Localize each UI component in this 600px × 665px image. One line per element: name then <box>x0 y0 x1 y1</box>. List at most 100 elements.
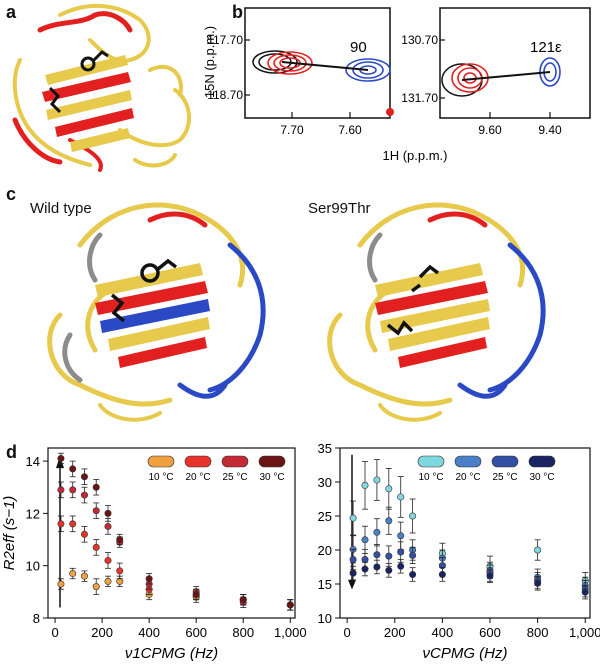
data-point <box>534 546 542 554</box>
data-point <box>581 588 589 596</box>
x-tick-label: 600 <box>185 625 207 640</box>
data-point <box>192 590 200 598</box>
legend-label: 10 °C <box>148 472 173 483</box>
data-point <box>373 551 381 559</box>
spectrum-right-peaks <box>441 57 561 97</box>
spec-left-ytick-1: 117.70 <box>207 33 243 47</box>
spectrum-right-frame <box>439 7 591 119</box>
panel-b-spectra: 7.70 7.60 117.70 118.70 9.60 9.40 130.70… <box>202 7 591 163</box>
x-tick-label: 0 <box>344 625 351 640</box>
spectrum-left-peaks <box>252 50 394 116</box>
x-tick-label: 1,000 <box>274 625 307 640</box>
data-point <box>116 567 124 575</box>
legend-swatch <box>491 455 519 468</box>
x-tick-label: 400 <box>432 625 454 640</box>
data-point <box>349 514 357 522</box>
data-point <box>57 486 65 494</box>
legend-label: 20 °C <box>455 472 480 483</box>
series-3 <box>349 541 589 598</box>
spec-right-xtick-1: 9.60 <box>478 123 502 137</box>
data-point <box>92 483 100 491</box>
legend-swatch <box>417 455 445 468</box>
chart-frame <box>339 447 591 619</box>
trend-arrow-head <box>348 579 356 590</box>
y-tick-label: 10 <box>26 559 40 574</box>
data-point <box>373 476 381 484</box>
data-point <box>57 580 65 588</box>
y-tick-label: 10 <box>318 611 332 626</box>
legend-label: 20 °C <box>185 472 210 483</box>
data-point <box>80 473 88 481</box>
legend-label: 30 °C <box>529 472 554 483</box>
y-tick-label: 20 <box>318 543 332 558</box>
spec-left-xtick-1: 7.70 <box>280 123 304 137</box>
legend-label: 25 °C <box>222 472 247 483</box>
spec-xlabel: 1H (p.p.m.) <box>382 148 447 163</box>
data-point <box>92 583 100 591</box>
data-point <box>69 520 77 528</box>
data-point <box>397 562 405 570</box>
data-point <box>104 577 112 585</box>
legend-swatch <box>184 455 212 468</box>
data-point <box>361 565 369 573</box>
data-point <box>409 570 417 578</box>
series-4 <box>349 559 589 600</box>
protein-structure-a <box>12 3 192 172</box>
data-point <box>534 579 542 587</box>
data-point <box>373 528 381 536</box>
x-axis-label: νCPMG (Hz) <box>423 645 508 662</box>
data-point <box>361 536 369 544</box>
data-point <box>385 517 393 525</box>
y-tick-label: 30 <box>318 475 332 490</box>
series-2 <box>349 506 589 594</box>
data-point <box>385 552 393 560</box>
panel-label-a: a <box>6 2 17 22</box>
legend-swatch <box>221 455 249 468</box>
data-point <box>361 556 369 564</box>
spec-right-ytick-2: 131.70 <box>401 91 438 105</box>
data-point <box>409 512 417 520</box>
x-axis-label: ν1CPMG (Hz) <box>125 645 218 662</box>
data-point <box>69 465 77 473</box>
panel-label-c: c <box>6 184 17 204</box>
data-point <box>361 481 369 489</box>
spec-left-ytick-2: 118.70 <box>207 88 243 102</box>
panel-label-d: d <box>6 442 17 462</box>
data-point <box>57 520 65 528</box>
legend-swatch <box>528 455 556 468</box>
x-tick-label: 800 <box>527 625 549 640</box>
panel-c-left-title: Wild type <box>30 200 92 217</box>
spec-right-xtick-2: 9.40 <box>538 123 562 137</box>
y-tick-label: 15 <box>318 577 332 592</box>
structure-ser99thr <box>327 202 546 422</box>
x-tick-label: 200 <box>384 625 406 640</box>
data-point <box>409 551 417 559</box>
data-point <box>349 556 357 564</box>
spec-right-ytick-1: 130.70 <box>401 33 438 47</box>
x-tick-label: 0 <box>51 625 58 640</box>
x-tick-label: 1,000 <box>569 625 600 640</box>
data-point <box>104 509 112 517</box>
data-point <box>80 530 88 538</box>
legend-label: 10 °C <box>418 472 443 483</box>
data-point <box>486 572 494 580</box>
y-tick-label: 14 <box>26 454 40 469</box>
data-point <box>239 596 247 604</box>
data-point <box>69 486 77 494</box>
data-point <box>385 485 393 493</box>
x-tick-label: 800 <box>232 625 254 640</box>
data-point <box>438 570 446 578</box>
y-tick-label: 12 <box>26 506 40 521</box>
y-tick-label: 8 <box>33 611 40 626</box>
legend-label: 25 °C <box>492 472 517 483</box>
series-1 <box>57 567 294 611</box>
series-2 <box>57 515 294 611</box>
legend-swatch <box>147 455 175 468</box>
data-point <box>80 491 88 499</box>
data-point <box>116 536 124 544</box>
y-tick-label: 25 <box>318 509 332 524</box>
data-point <box>80 572 88 580</box>
